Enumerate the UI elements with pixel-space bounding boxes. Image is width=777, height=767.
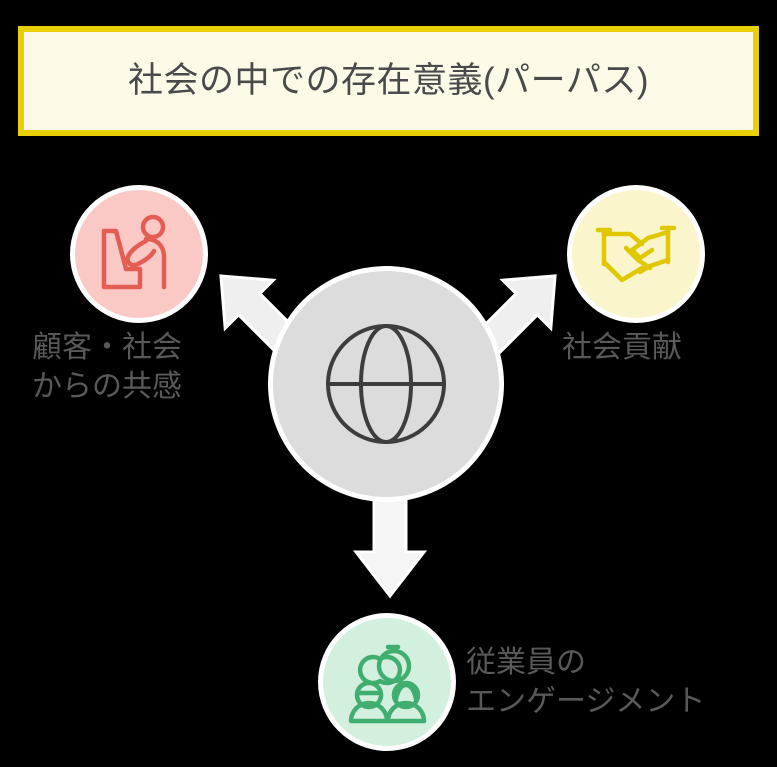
social-contribution-circle: [572, 190, 700, 318]
purpose-header-box: 社会の中での存在意義(パーパス): [18, 26, 759, 136]
handshake-icon: [595, 225, 677, 283]
globe-icon: [326, 324, 446, 444]
page-title: 社会の中での存在意義(パーパス): [128, 61, 649, 100]
node-employee-engagement-label: 従業員の エンゲージメント: [466, 646, 706, 718]
node-customer-society-label: 顧客・社会 からの共感: [32, 331, 182, 403]
node-social-contribution-label: 社会貢献: [562, 331, 682, 364]
center-circle: [273, 271, 499, 497]
customer-society-circle: [75, 190, 203, 318]
people-link-icon: [348, 644, 427, 724]
employee-engagement-circle: [323, 618, 451, 746]
arrow-down-icon: [352, 498, 428, 599]
person-at-counter-icon: [101, 214, 167, 290]
